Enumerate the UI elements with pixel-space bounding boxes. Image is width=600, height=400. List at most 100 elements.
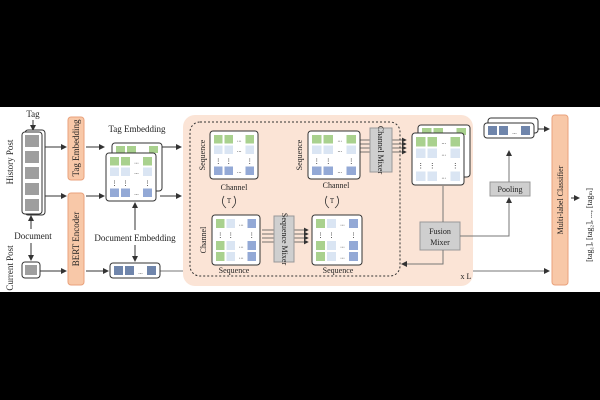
tag-embedding-matrix-front: ......⋮⋮⋮... — [105, 152, 157, 202]
pooled-output-front: ... — [483, 122, 535, 139]
repeat-label: x L — [461, 272, 472, 281]
ellipsis-icon: ⋮ — [122, 179, 129, 187]
history-post-cells — [25, 135, 39, 211]
sequence-mixed-matrix: ...⋮⋮⋮...... — [311, 214, 363, 266]
document-label: Document — [14, 231, 52, 241]
ellipsis-icon: ⋮ — [325, 157, 332, 165]
ellipsis-icon: ... — [239, 244, 244, 250]
matrix-cell — [427, 137, 437, 147]
ellipsis-icon: ... — [239, 222, 244, 228]
bert-encoder-block — [67, 192, 85, 286]
matrix-cell — [247, 219, 256, 228]
ellipsis-icon: ... — [239, 255, 244, 261]
matrix-cell — [312, 166, 322, 175]
matrix-cell — [143, 188, 152, 197]
ellipsis-icon: ... — [237, 169, 242, 175]
matrix-cell — [346, 166, 356, 175]
matrix-cell — [433, 128, 443, 135]
matrix-cell — [224, 135, 233, 144]
matrix-cell — [427, 148, 437, 158]
matrix-cell — [224, 166, 233, 175]
matrix-cell — [316, 219, 325, 228]
mixer-dashed-box — [189, 121, 401, 277]
matrix-cell — [327, 252, 336, 261]
post-cell — [25, 167, 39, 179]
matrix-cell — [121, 167, 130, 176]
ellipsis-icon: ⋮ — [317, 232, 324, 240]
matrix-cell — [214, 145, 223, 154]
ellipsis-icon: ... — [340, 255, 345, 261]
embedding-cell — [488, 126, 497, 135]
matrix-cell — [422, 128, 432, 135]
matrix-cell — [416, 148, 426, 158]
matrix-cell — [127, 146, 136, 153]
transposed-matrix: ...⋮⋮⋮...... — [211, 214, 261, 266]
fusion-mixer-label: Fusion — [429, 227, 451, 236]
sequence-axis-label: Sequence — [219, 266, 250, 275]
ellipsis-icon: ... — [442, 140, 447, 146]
fusion-mixer-label: Mixer — [430, 238, 450, 247]
ellipsis-icon: ... — [138, 270, 143, 276]
matrix-cell — [226, 241, 235, 250]
current-post-label: Current Post — [5, 245, 15, 291]
matrix-cell — [346, 145, 356, 154]
channel-axis-label: Channel — [323, 181, 350, 190]
matrix-cell — [226, 219, 235, 228]
ellipsis-icon: ⋮ — [246, 157, 253, 165]
matrix-cell — [323, 135, 333, 144]
current-post-cell — [25, 265, 37, 275]
matrix-cell — [110, 188, 119, 197]
pooling-block — [489, 181, 531, 197]
post-cell — [25, 135, 39, 147]
ellipsis-icon: ... — [338, 137, 343, 143]
ellipsis-icon: ... — [237, 148, 242, 154]
matrix-cell — [226, 252, 235, 261]
ellipsis-icon: ... — [340, 222, 345, 228]
ellipsis-icon: ... — [512, 130, 517, 136]
matrix-cell — [416, 137, 426, 147]
matrix-cell — [245, 145, 254, 154]
matrix-cell — [110, 167, 119, 176]
matrix-cell — [245, 166, 254, 175]
ellipsis-icon: ... — [442, 151, 447, 157]
ellipsis-icon: ⋮ — [227, 232, 234, 240]
matrix-cell — [450, 137, 460, 147]
channel-mixer-label: Channel Mixer — [376, 126, 385, 175]
ellipsis-icon: ⋮ — [144, 179, 151, 187]
channel-mixer-block — [369, 127, 393, 173]
matrix-cell — [450, 171, 460, 181]
matrix-cell — [323, 145, 333, 154]
ellipsis-icon: ⋮ — [217, 232, 224, 240]
matrix-cell — [121, 157, 130, 166]
matrix-cell — [312, 135, 322, 144]
matrix-cell — [327, 241, 336, 250]
ellipsis-icon: ⋮ — [452, 162, 459, 170]
ellipsis-icon: ... — [134, 170, 139, 176]
tag-embedding-label: Tag Embedding — [108, 124, 166, 134]
ellipsis-icon: ⋮ — [350, 232, 357, 240]
sequence-axis-label: Sequence — [198, 139, 207, 170]
matrix-cell — [323, 166, 333, 175]
embedding-cell — [125, 266, 134, 275]
embedding-cell — [147, 266, 156, 275]
matrix-cell — [316, 241, 325, 250]
tag-label: Tag — [26, 109, 40, 119]
matrix-cell — [214, 135, 223, 144]
matrix-cell — [110, 157, 119, 166]
document-embedding-vector: ... — [109, 262, 161, 279]
classifier-label: Multi-label Classifier — [556, 165, 565, 234]
matrix-cell — [316, 252, 325, 261]
tag-embedding-block-label: Tag Embedding — [71, 119, 81, 177]
ellipsis-icon: ⋮ — [348, 157, 355, 165]
embedding-cell — [499, 126, 508, 135]
matrix-cell — [349, 252, 358, 261]
channel-mixed-matrix: ......⋮⋮⋮... — [307, 130, 361, 180]
pooling-label: Pooling — [498, 185, 523, 194]
ellipsis-icon: ... — [340, 244, 345, 250]
matrix-cell — [224, 145, 233, 154]
sequence-mixer-block — [273, 215, 295, 263]
matrix-cell — [149, 146, 158, 153]
matrix-cell — [450, 148, 460, 158]
matrix-cell — [216, 219, 225, 228]
